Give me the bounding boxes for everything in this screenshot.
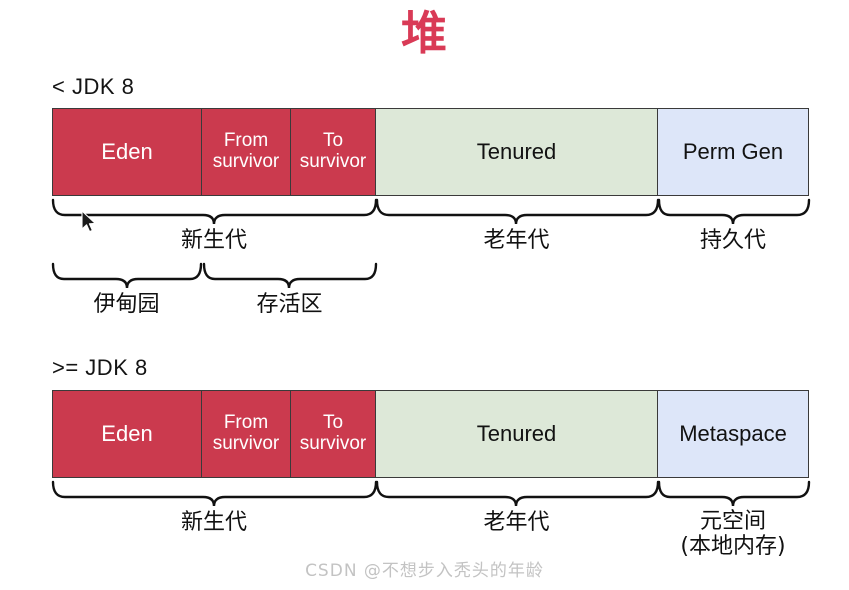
block-label-multiline: From survivor	[202, 131, 290, 172]
block-label: Perm Gen	[682, 139, 784, 165]
brace-label-permanent-generation-pre-jdk8: 持久代	[699, 228, 766, 253]
brace-label-line2: (本地内存)	[680, 533, 786, 559]
block-tenured-jdk8-plus[interactable]: Tenured	[375, 390, 658, 478]
brace-label-survivor-area-pre-jdk8: 存活区	[256, 292, 323, 317]
block-label-line1: From	[223, 130, 269, 152]
block-label-line2: survivor	[299, 433, 367, 454]
brace-label-old-generation-pre-jdk8: 老年代	[483, 228, 550, 253]
block-to-survivor-jdk8-plus[interactable]: To survivor	[290, 390, 376, 478]
block-eden-jdk8-plus[interactable]: Eden	[52, 390, 202, 478]
brace-label-metaspace-area-jdk8-plus: 元空间 (本地内存)	[650, 509, 816, 559]
block-perm-gen-pre-jdk8[interactable]: Perm Gen	[657, 108, 809, 196]
brace-label-eden-area-pre-jdk8: 伊甸园	[93, 292, 160, 317]
brace-group-jdk8-plus-generations	[51, 480, 811, 507]
block-label-line2: survivor	[299, 151, 367, 172]
version-label-pre-jdk8: < JDK 8	[52, 74, 135, 99]
block-tenured-pre-jdk8[interactable]: Tenured	[375, 108, 658, 196]
brace-label-line1: 元空间	[699, 509, 766, 534]
block-label-line1: From	[223, 412, 269, 434]
block-label-multiline: To survivor	[291, 131, 375, 172]
csdn-watermark: CSDN @不想步入秃头的年龄	[305, 561, 544, 581]
block-label: Eden	[101, 139, 153, 165]
block-label-line2: survivor	[212, 151, 280, 172]
block-eden-pre-jdk8[interactable]: Eden	[52, 108, 202, 196]
brace-group-pre-jdk8-generations	[51, 198, 811, 225]
version-label-jdk8-plus: >= JDK 8	[52, 355, 148, 380]
brace-label-young-generation-pre-jdk8: 新生代	[180, 228, 247, 253]
block-from-survivor-jdk8-plus[interactable]: From survivor	[201, 390, 291, 478]
brace-label-old-generation-jdk8-plus: 老年代	[483, 510, 550, 535]
block-label: Eden	[101, 421, 153, 447]
page-title: 堆	[401, 6, 448, 60]
brace-label-young-generation-jdk8-plus: 新生代	[180, 510, 247, 535]
block-label: Tenured	[476, 421, 557, 447]
block-from-survivor-pre-jdk8[interactable]: From survivor	[201, 108, 291, 196]
block-label-line2: survivor	[212, 433, 280, 454]
block-to-survivor-pre-jdk8[interactable]: To survivor	[290, 108, 376, 196]
block-label-multiline: From survivor	[202, 413, 290, 454]
block-label: Tenured	[476, 139, 557, 165]
block-label-line1: To	[322, 130, 344, 152]
block-metaspace-jdk8-plus[interactable]: Metaspace	[657, 390, 809, 478]
block-label: Metaspace	[679, 421, 787, 447]
mouse-cursor-icon	[81, 210, 96, 233]
brace-group-pre-jdk8-young-detail	[51, 262, 378, 289]
block-label-line1: To	[322, 412, 344, 434]
block-label-multiline: To survivor	[291, 413, 375, 454]
